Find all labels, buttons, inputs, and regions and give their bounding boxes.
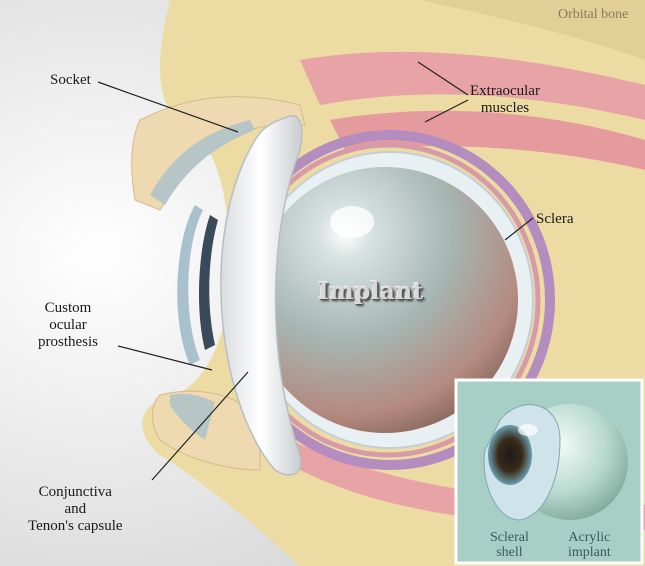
prosthesis-line-3: prosthesis [38,334,98,351]
inset-shell-label: Scleral shell [490,530,529,560]
implant-label: Implant [318,278,424,305]
implant-highlight [330,206,374,238]
extraocular-muscles-label: Extraocular muscles [470,83,540,117]
sclera-label: Sclera [536,211,573,228]
inset-photo [456,380,642,563]
inset-shell-highlight [518,424,538,436]
orbital-bone-label: Orbital bone [558,6,628,23]
extraocular-line-2: muscles [470,100,540,117]
extraocular-line-1: Extraocular [470,83,540,100]
socket-label: Socket [50,72,91,89]
inset-acrylic-line-2: implant [568,545,611,560]
inset-acrylic-label: Acrylic implant [568,530,611,560]
inset-shell-line-1: Scleral [490,530,529,545]
conjunctiva-line-1: Conjunctiva [28,484,123,501]
conjunctiva-line-2: and [28,501,123,518]
prosthesis-line-1: Custom [38,300,98,317]
inset-shell-line-2: shell [490,545,529,560]
inset-acrylic-line-1: Acrylic [568,530,611,545]
conjunctiva-label: Conjunctiva and Tenon's capsule [28,484,123,535]
prosthesis-line-2: ocular [38,317,98,334]
conjunctiva-line-3: Tenon's capsule [28,518,123,535]
prosthesis-label: Custom ocular prosthesis [38,300,98,351]
